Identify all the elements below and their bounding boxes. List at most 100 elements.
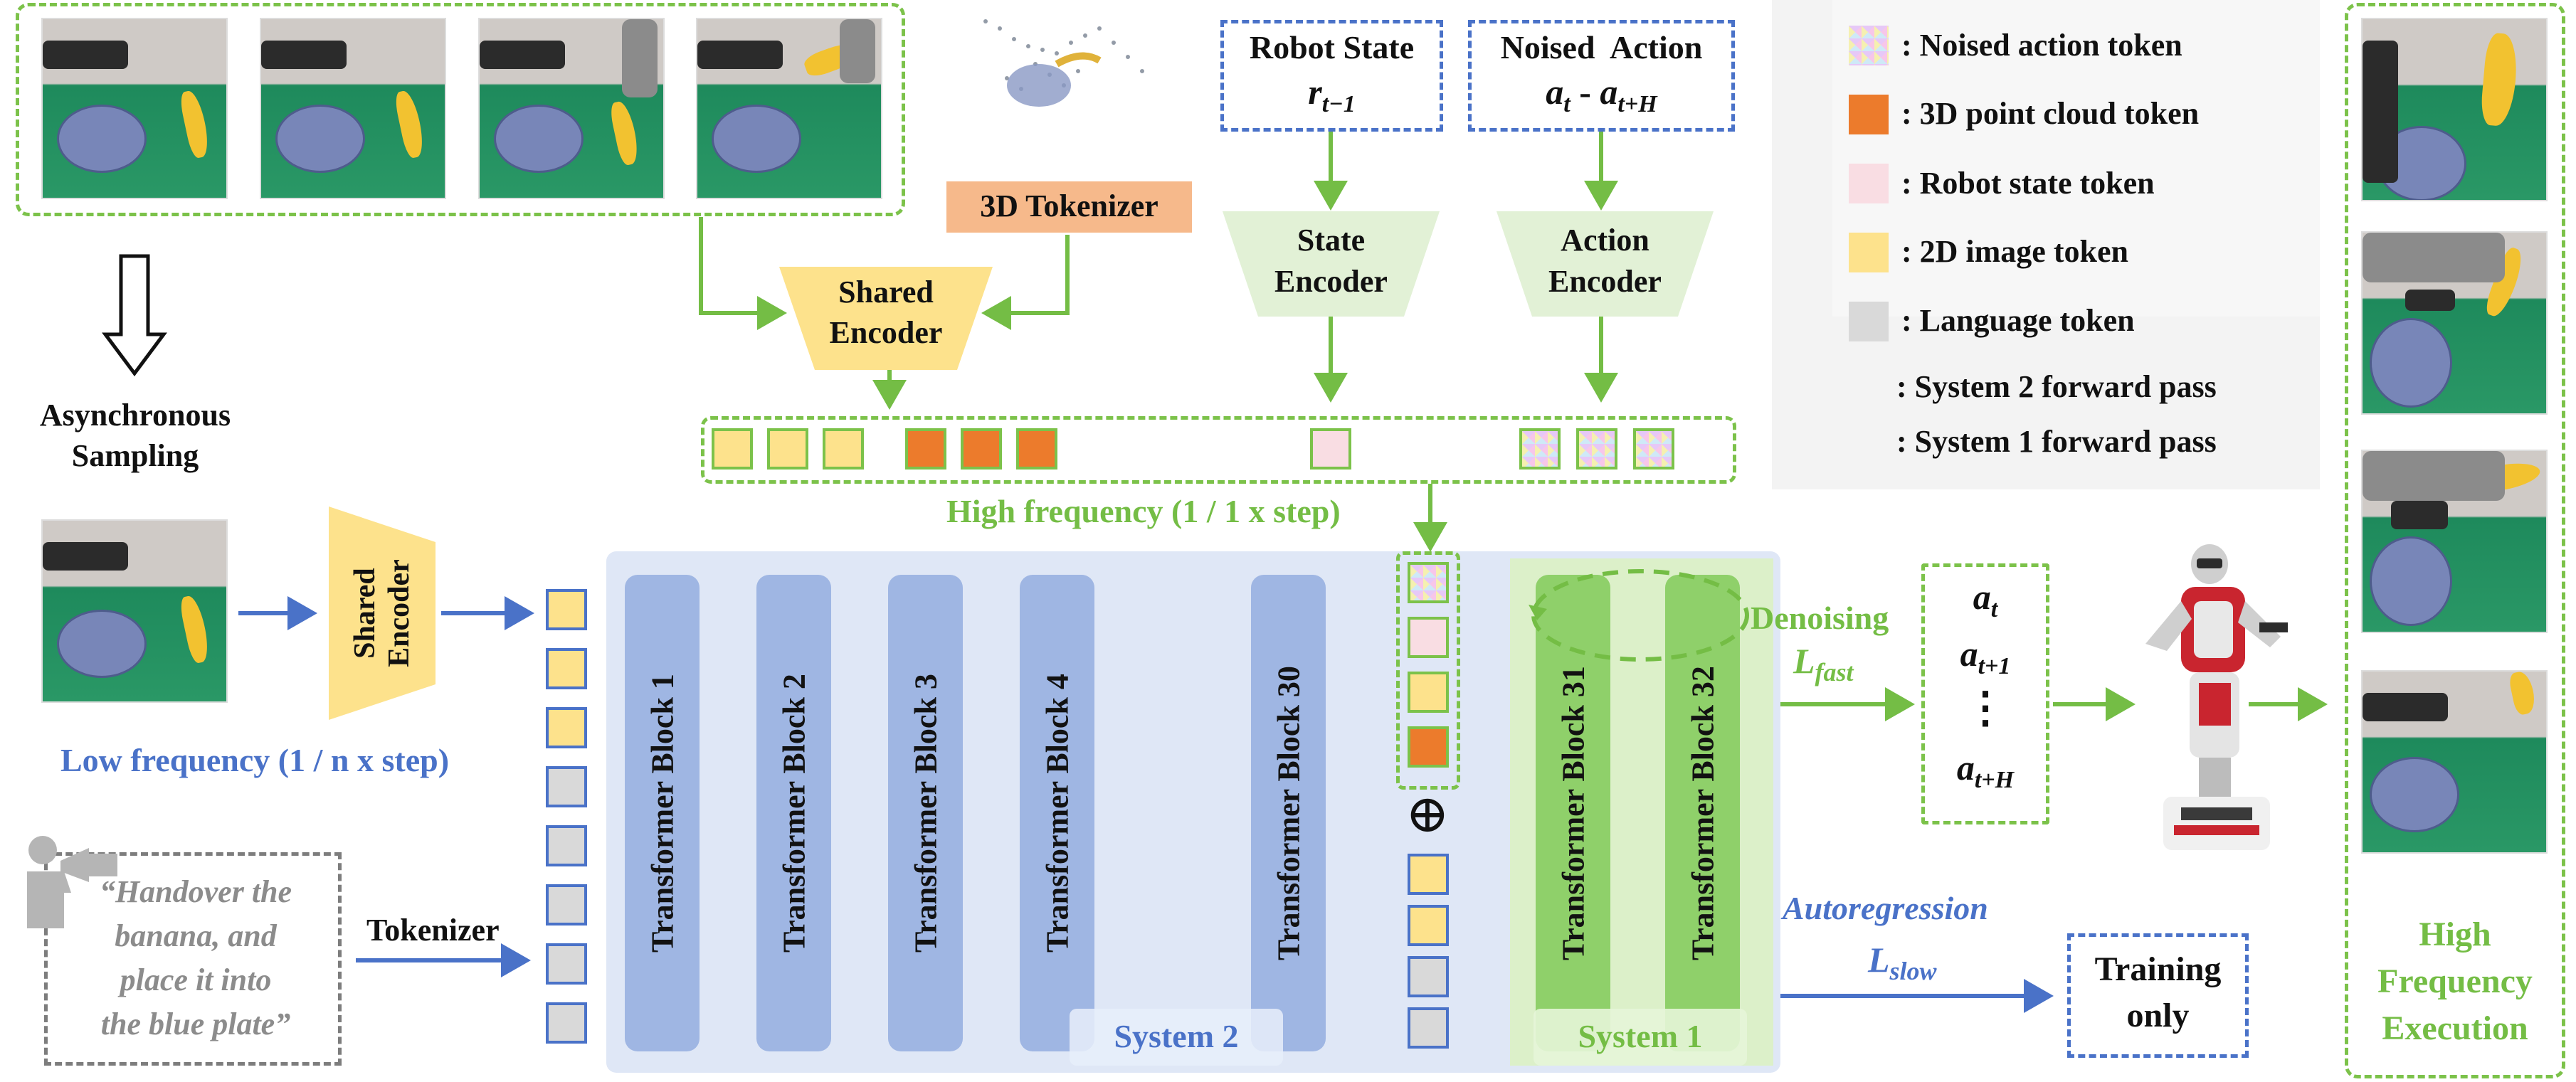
token-noised-action <box>1519 428 1561 470</box>
async-sampling-line1: Asynchronous <box>39 398 231 433</box>
token-2d-image <box>1408 672 1449 713</box>
system1-label-bg <box>1534 1009 1747 1066</box>
execution-frame <box>2345 3 2565 1078</box>
transformer-block-30-label: Transformer Block 30 <box>1271 666 1306 960</box>
action-tH-sub: t+H <box>1974 767 2015 793</box>
low-freq-shared-encoder-label: Shared Encoder <box>348 559 416 667</box>
transformer-block-1-label: Transformer Block 1 <box>645 674 680 953</box>
execution-line2: Frequency <box>2377 962 2533 1000</box>
action-t-base: a <box>1973 577 1991 617</box>
state-encoder-shape <box>1223 211 1440 317</box>
3d-tokenizer-label: 3D Tokenizer <box>980 189 1158 223</box>
low-freq-shared-encoder-shape <box>329 506 436 720</box>
action-t1-sub: t+1 <box>1978 653 2011 679</box>
autoregression-label: Autoregression <box>1783 890 1988 926</box>
token-language <box>546 943 587 985</box>
transformer-block-4: Transformer Block 4 <box>1020 575 1094 1051</box>
legend-language-text: : Language token <box>1901 303 2135 338</box>
low-frequency-label: Low frequency (1 / n x step) <box>60 742 450 778</box>
l-slow-sub: slow <box>1889 957 1937 985</box>
system2-label: System 2 <box>1114 1018 1239 1054</box>
tokenizer-label: Tokenizer <box>366 913 500 948</box>
token-language <box>546 766 587 807</box>
legend-system2-pass-text: : System 2 forward pass <box>1896 369 2217 404</box>
instruction-box <box>44 852 342 1066</box>
execution-image-1 <box>2361 18 2548 201</box>
token-noised-action <box>1408 562 1449 603</box>
token-3d-point-cloud <box>905 428 946 470</box>
noised-action-range: at - at+H <box>1468 71 1735 118</box>
system1-label: System 1 <box>1578 1018 1703 1054</box>
token-robot-state <box>1408 617 1449 658</box>
execution-line1: High <box>2419 916 2491 953</box>
denoising-loop <box>1529 569 1749 662</box>
state-encoder-line1: State <box>1297 223 1366 258</box>
action-encoder-line2: Encoder <box>1548 264 1662 299</box>
3d-tokenizer-box <box>946 181 1192 233</box>
action-tH-base: a <box>1956 748 1975 787</box>
plus-symbol: ⊕ <box>1405 785 1450 844</box>
top-shared-encoder-line1: Shared <box>838 275 934 309</box>
robot-state-r: r <box>1308 72 1322 112</box>
training-only-line2: only <box>2126 997 2190 1034</box>
action-encoder-line1: Action <box>1561 223 1649 258</box>
instruction-line-4: the blue plate” <box>100 1007 291 1041</box>
legend-noised-action-swatch <box>1849 26 1889 65</box>
transformer-block-1: Transformer Block 1 <box>625 575 700 1051</box>
legend-robot-state-text: : Robot state token <box>1901 166 2155 201</box>
high-freq-token-stack <box>1396 551 1460 790</box>
transformer-block-32-label: Transformer Block 32 <box>1685 666 1720 960</box>
token-noised-action <box>1576 428 1617 470</box>
async-sampling-line2: Sampling <box>71 438 199 473</box>
high-freq-token-row <box>701 416 1736 484</box>
token-language <box>1408 1007 1449 1049</box>
low-freq-shared-encoder-line1: Shared <box>349 568 381 659</box>
l-slow-L: L <box>1868 940 1890 980</box>
token-2d-image <box>546 589 587 630</box>
input-images-frame <box>16 3 905 216</box>
legend-panel-top <box>1832 0 2320 317</box>
instruction-line-2: banana, and <box>115 918 277 953</box>
token-3d-point-cloud <box>1408 726 1449 768</box>
transformer-block-31-label: Transformer Block 31 <box>1556 666 1590 960</box>
token-language <box>546 825 587 866</box>
robot-state-title: Robot State <box>1249 29 1415 65</box>
legend-robot-state-swatch <box>1849 164 1889 203</box>
top-shared-encoder-line2: Encoder <box>829 315 943 350</box>
execution-image-3 <box>2361 450 2548 633</box>
transformer-block-3-label: Transformer Block 3 <box>908 674 943 953</box>
token-3d-point-cloud <box>1016 428 1057 470</box>
token-2d-image <box>767 428 808 470</box>
instruction-line-3: place it into <box>120 962 272 997</box>
token-language <box>1408 956 1449 997</box>
token-3d-point-cloud <box>961 428 1002 470</box>
execution-image-2 <box>2361 231 2548 415</box>
noised-sub1: t <box>1563 91 1571 117</box>
execution-line3: Execution <box>2382 1009 2528 1047</box>
legend-2d-image-text: : 2D image token <box>1901 234 2128 269</box>
l-fast-label: Lfast <box>1793 640 1854 687</box>
training-only-line1: Training <box>2094 950 2222 988</box>
action-encoder-shape <box>1496 211 1714 317</box>
token-2d-image <box>546 648 587 689</box>
system2-label-bg <box>1070 1009 1283 1066</box>
denoising-label: Denoising <box>1751 600 1889 636</box>
humanoid-robot-image <box>2145 544 2288 850</box>
legend-point-cloud-swatch <box>1849 95 1889 134</box>
token-robot-state <box>1310 428 1351 470</box>
action-chunk-box <box>1921 563 2049 824</box>
noised-a2: a <box>1600 72 1618 112</box>
robot-state-box <box>1220 20 1443 132</box>
transformer-block-2: Transformer Block 2 <box>756 575 831 1051</box>
token-2d-image <box>1408 854 1449 895</box>
legend-2d-image-swatch <box>1849 233 1889 272</box>
legend-system1-pass-text: : System 1 forward pass <box>1896 424 2217 459</box>
low-freq-shared-encoder-line2: Encoder <box>383 559 416 667</box>
robot-state-symbol: rt−1 <box>1220 71 1443 118</box>
point-cloud-image <box>983 19 1144 107</box>
action-t-sub: t <box>1990 596 1998 622</box>
transformer-block-30: Transformer Block 30 <box>1251 575 1326 1051</box>
transformer-block-4-label: Transformer Block 4 <box>1040 674 1075 953</box>
transformer-block-3: Transformer Block 3 <box>888 575 963 1051</box>
token-noised-action <box>1633 428 1674 470</box>
